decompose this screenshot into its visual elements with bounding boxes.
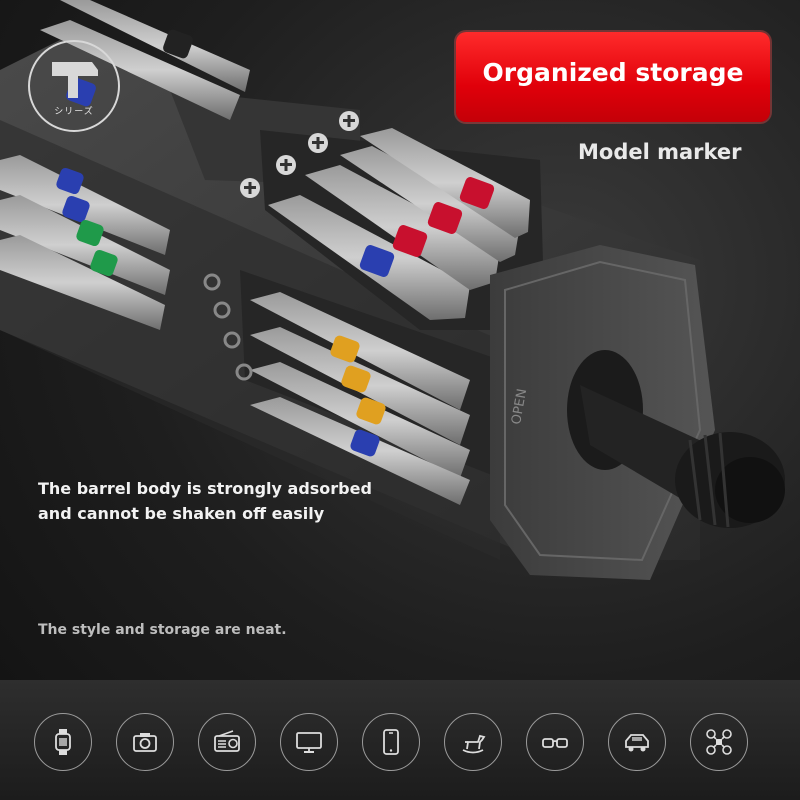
model-marker-label: Model marker [578, 140, 742, 164]
app-item [608, 713, 666, 771]
smartwatch-icon [55, 729, 71, 755]
toy-car-icon [625, 734, 649, 752]
barrel-caption-line2: and cannot be shaken off easily [38, 504, 325, 523]
headline-banner: Organized storage [456, 32, 770, 122]
radio-icon [214, 730, 240, 752]
headline-text: Organized storage [482, 58, 744, 87]
open-label: OPEN [509, 388, 530, 426]
monitor-icon [296, 732, 322, 753]
bits-left [0, 155, 170, 330]
hammer-icon [51, 61, 98, 98]
app-item [362, 713, 420, 771]
barrel-caption-line1: The barrel body is strongly adsorbed [38, 479, 372, 498]
side-holes [203, 273, 253, 381]
barrel-caption: The barrel body is strongly adsorbed and… [38, 476, 372, 526]
style-caption: The style and storage are neat. [38, 622, 287, 638]
bits-upper [268, 128, 530, 320]
app-item [34, 713, 92, 771]
smartphone-icon [383, 729, 399, 755]
app-item [690, 713, 748, 771]
tray-markers [240, 111, 359, 198]
app-item [198, 713, 256, 771]
drone-icon [706, 729, 732, 755]
logo-caption: シリーズ [54, 107, 94, 117]
glasses-icon [542, 738, 568, 748]
app-item [526, 713, 584, 771]
app-item [280, 713, 338, 771]
bits-lower [250, 292, 470, 505]
rocking-horse-icon [462, 734, 486, 754]
brand-logo: シリーズ [28, 40, 120, 132]
camera-icon [133, 733, 157, 752]
app-item [116, 713, 174, 771]
app-item [444, 713, 502, 771]
